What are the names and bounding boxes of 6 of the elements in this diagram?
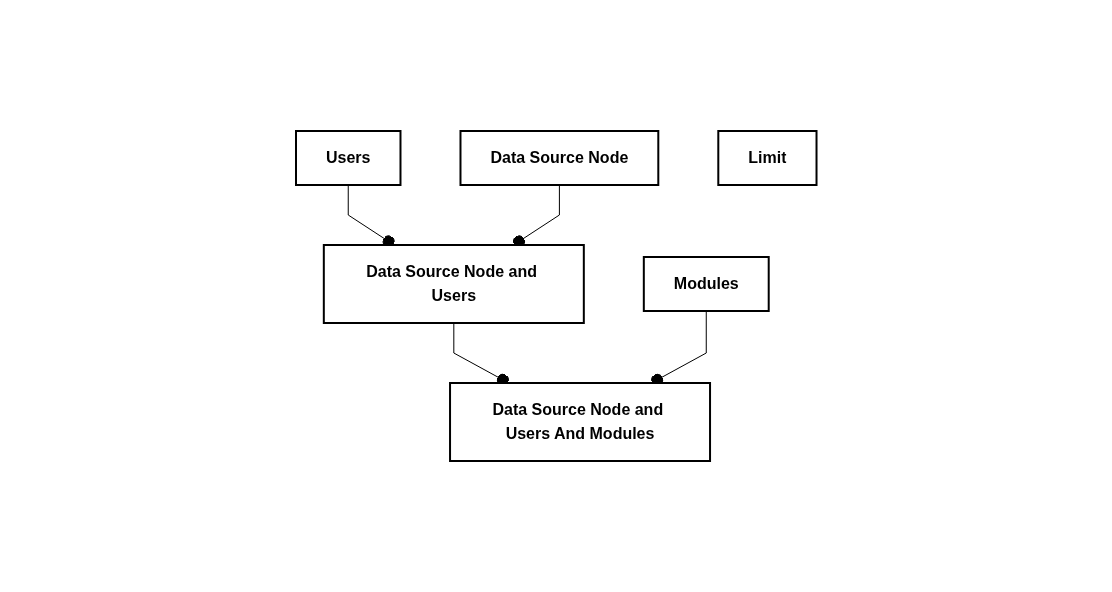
node-box: Data Source Node and Users And Modules <box>448 382 711 462</box>
node-box: Users <box>294 130 402 186</box>
node-box: Limit <box>717 130 818 186</box>
node-box: Data Source Node <box>459 130 660 186</box>
node-box: Modules <box>642 256 770 312</box>
node-box: Data Source Node and Users <box>322 244 585 324</box>
